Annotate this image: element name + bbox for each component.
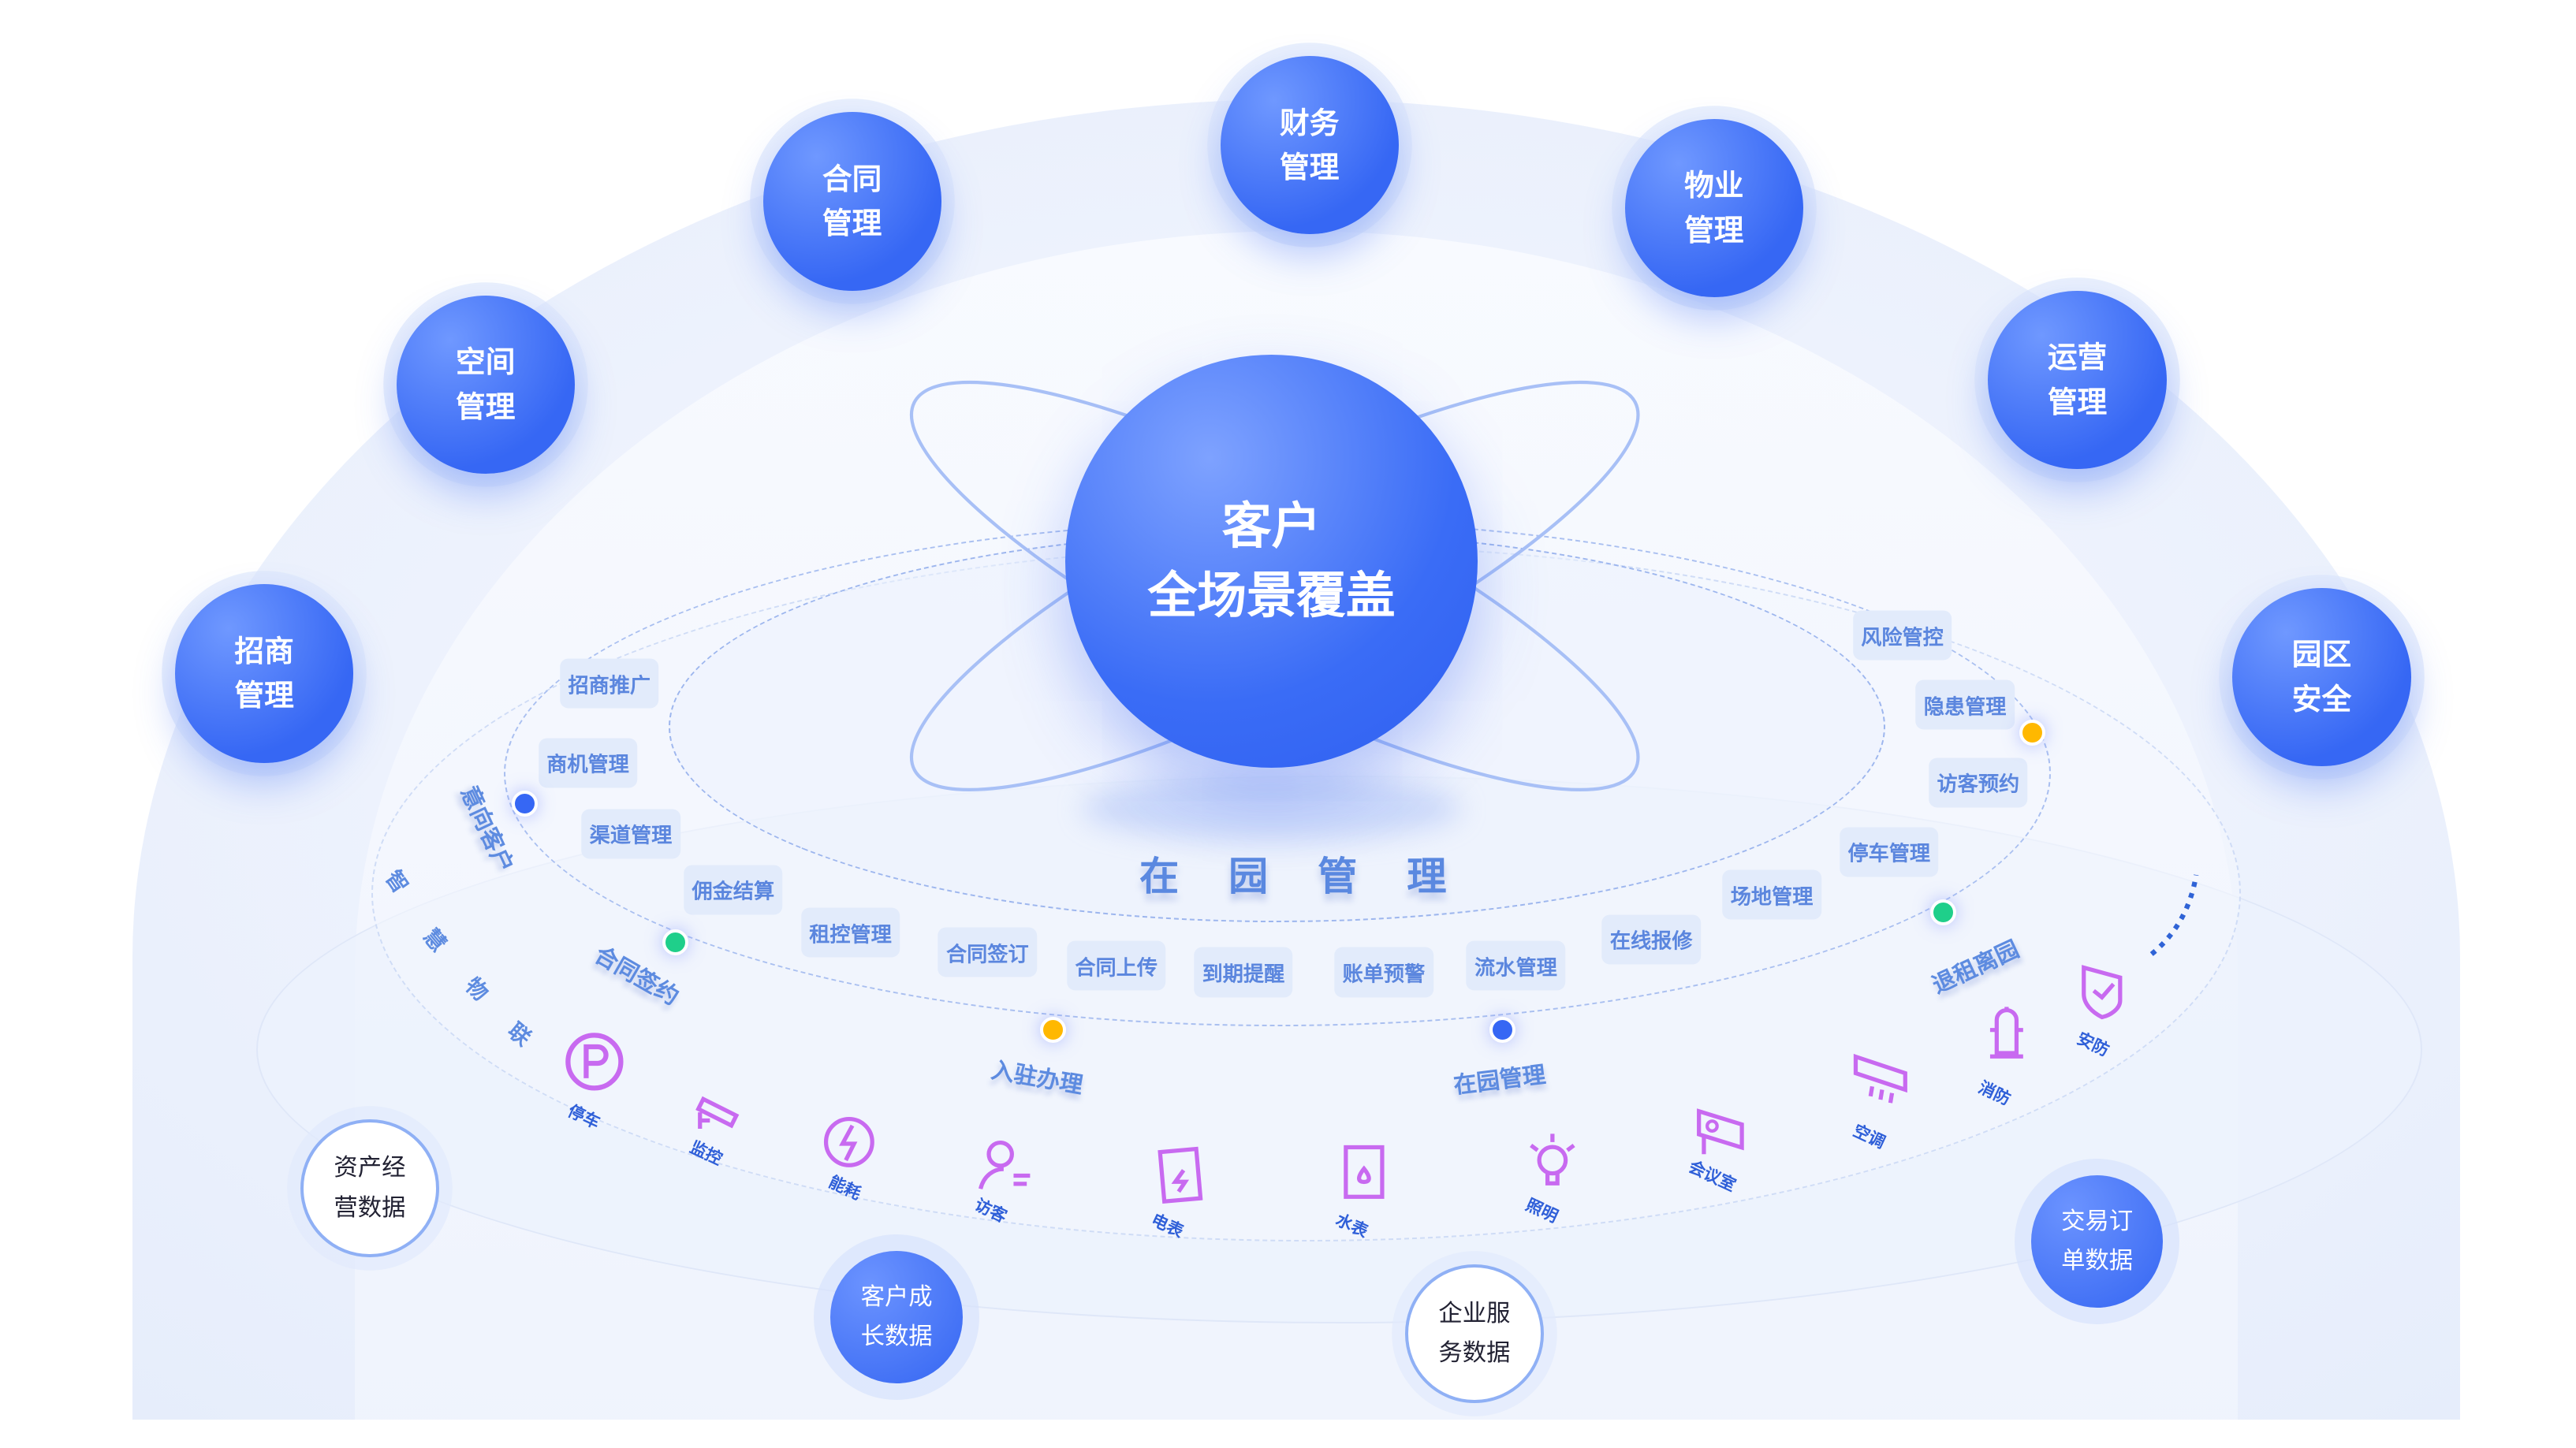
stage-dot — [1040, 1017, 1067, 1044]
module-finance[interactable]: 财务 管理 — [1220, 56, 1399, 235]
chip-cashflow[interactable]: 流水管理 — [1466, 940, 1566, 991]
stage-dot — [1930, 899, 1957, 926]
data-asset-operation[interactable]: 资产经 营数据 — [300, 1119, 439, 1258]
chip-visitor-booking[interactable]: 访客预约 — [1929, 758, 2028, 808]
chip-risk-control[interactable]: 风险管控 — [1852, 610, 1952, 661]
stage-dot — [2019, 720, 2046, 746]
data-customer-growth[interactable]: 客户成 长数据 — [830, 1251, 963, 1383]
core-title-line1: 客户 — [1221, 497, 1322, 556]
module-property[interactable]: 物业 管理 — [1624, 118, 1803, 297]
chip-rent-control[interactable]: 租控管理 — [800, 907, 900, 958]
chip-investment-promotion[interactable]: 招商推广 — [559, 658, 659, 709]
electric-meter-icon — [1147, 1142, 1213, 1208]
module-operation[interactable]: 运营 管理 — [1988, 290, 2167, 469]
chip-online-repair[interactable]: 在线报修 — [1601, 914, 1701, 965]
air-conditioner-icon — [1847, 1047, 1914, 1113]
stage-dot — [512, 791, 539, 817]
data-transaction-order[interactable]: 交易订 单数据 — [2030, 1175, 2164, 1308]
chip-bill-alert[interactable]: 账单预警 — [1334, 947, 1433, 998]
module-contract[interactable]: 合同 管理 — [762, 112, 941, 291]
chip-opportunity[interactable]: 商机管理 — [538, 737, 638, 788]
in-park-title: 在园管理 — [1139, 853, 1497, 900]
stage-dot — [1489, 1017, 1516, 1044]
lighting-icon — [1519, 1127, 1586, 1193]
security-shield-icon — [2071, 958, 2137, 1024]
chip-contract-upload[interactable]: 合同上传 — [1066, 940, 1166, 991]
chip-commission[interactable]: 佣金结算 — [684, 865, 783, 915]
module-investment[interactable]: 招商 管理 — [174, 584, 354, 763]
module-space[interactable]: 空间 管理 — [396, 295, 575, 475]
stage-dot — [662, 929, 688, 956]
visitor-icon — [971, 1133, 1037, 1199]
water-meter-icon — [1331, 1139, 1397, 1205]
energy-icon — [816, 1109, 882, 1175]
data-enterprise-service[interactable]: 企业服 务数据 — [1405, 1264, 1544, 1403]
core-circle: 客户 全场景覆盖 — [1064, 355, 1478, 768]
chip-hazard[interactable]: 隐患管理 — [1915, 679, 2015, 730]
module-park-safety[interactable]: 园区 安全 — [2232, 587, 2411, 766]
core-shadow — [1081, 776, 1462, 843]
chip-venue[interactable]: 场地管理 — [1722, 869, 1821, 920]
parking-icon — [561, 1029, 628, 1095]
chip-parking[interactable]: 停车管理 — [1839, 827, 1939, 877]
chip-channel[interactable]: 渠道管理 — [581, 809, 680, 859]
chip-expiry-reminder[interactable]: 到期提醒 — [1194, 947, 1293, 998]
camera-icon — [687, 1076, 753, 1142]
meeting-room-icon — [1687, 1098, 1754, 1164]
core-title-line2: 全场景覆盖 — [1147, 567, 1396, 625]
chip-contract-sign[interactable]: 合同签订 — [938, 927, 1038, 977]
fire-hydrant-icon — [1974, 1000, 2040, 1066]
